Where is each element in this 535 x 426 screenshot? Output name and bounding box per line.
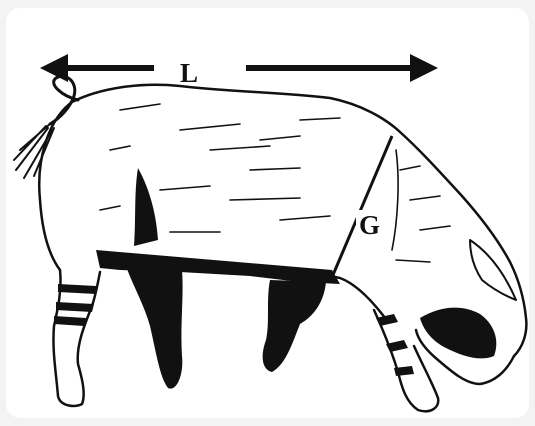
front-leg-stripes bbox=[376, 314, 414, 376]
length-label-backdrop bbox=[154, 58, 246, 78]
thigh-shadow bbox=[134, 168, 158, 246]
hind-leg-shadow bbox=[126, 266, 183, 389]
length-label: L bbox=[180, 60, 198, 87]
hind-leg-stripes bbox=[54, 284, 96, 326]
pig-ear bbox=[470, 240, 516, 300]
shoulder-line bbox=[392, 150, 398, 250]
mid-leg-shadow bbox=[263, 280, 326, 372]
head-shadow bbox=[420, 308, 496, 359]
length-arrow-right-head bbox=[410, 54, 438, 82]
girth-line bbox=[330, 136, 392, 282]
girth-label: G bbox=[359, 212, 380, 239]
tail-tuft bbox=[14, 124, 54, 178]
